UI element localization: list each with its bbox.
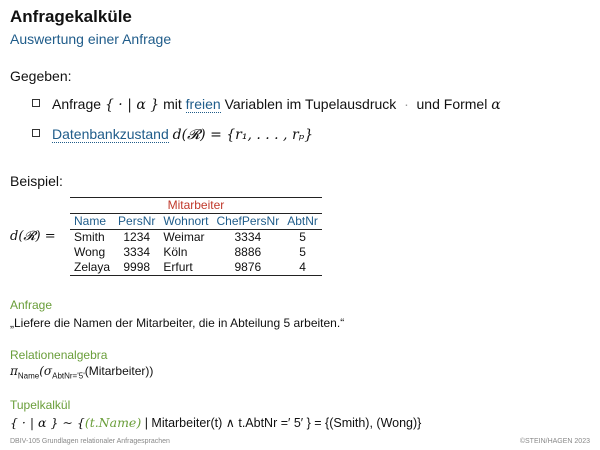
table-row: Wong 3334 Köln 8886 5 — [74, 245, 306, 259]
given-item-dbstate: Datenbankzustand d(𝓡) = {r₁, . . . , rₚ} — [32, 126, 313, 143]
link-datenbankzustand[interactable]: Datenbankzustand — [52, 126, 169, 143]
relation-table: Mitarbeiter Name PersNr Wohnort ChefPers… — [70, 197, 322, 276]
given-item-query: Anfrage { · | α } mit freien Variablen i… — [32, 96, 501, 113]
footer-right: ©STEIN/HAGEN 2023 — [519, 438, 590, 445]
calculus-label: Tupelkalkül — [10, 398, 71, 412]
calculus-expression: { · | α } ∼ {(t.Name) | Mitarbeiter(t) ∧… — [10, 415, 422, 430]
table-row: Smith 1234 Weimar 3334 5 — [74, 230, 306, 244]
algebra-expression: πName(σAbtNr='5'(Mitarbeiter)) — [10, 364, 154, 381]
page-title: Anfragekalküle — [10, 7, 132, 26]
query-label: Anfrage — [10, 298, 53, 312]
link-freien[interactable]: freien — [185, 96, 221, 113]
page-subtitle: Auswertung einer Anfrage — [10, 31, 172, 47]
bullet-icon — [32, 129, 40, 137]
example-heading: Beispiel: — [10, 173, 63, 189]
table-row: Zelaya 9998 Erfurt 9876 4 — [70, 260, 322, 276]
footer-left: DBIV-105 Grundlagen relationaler Anfrage… — [10, 438, 170, 445]
query-text: „Liefere die Namen der Mitarbeiter, die … — [10, 316, 345, 330]
algebra-label: Relationenalgebra — [10, 348, 108, 362]
given-heading: Gegeben: — [10, 68, 72, 84]
relation-name: Mitarbeiter — [70, 197, 322, 214]
table-header-row: Name PersNr Wohnort ChefPersNr AbtNr — [70, 213, 322, 230]
bullet-icon — [32, 99, 40, 107]
db-state-lhs: d(𝓡) = — [10, 229, 56, 244]
